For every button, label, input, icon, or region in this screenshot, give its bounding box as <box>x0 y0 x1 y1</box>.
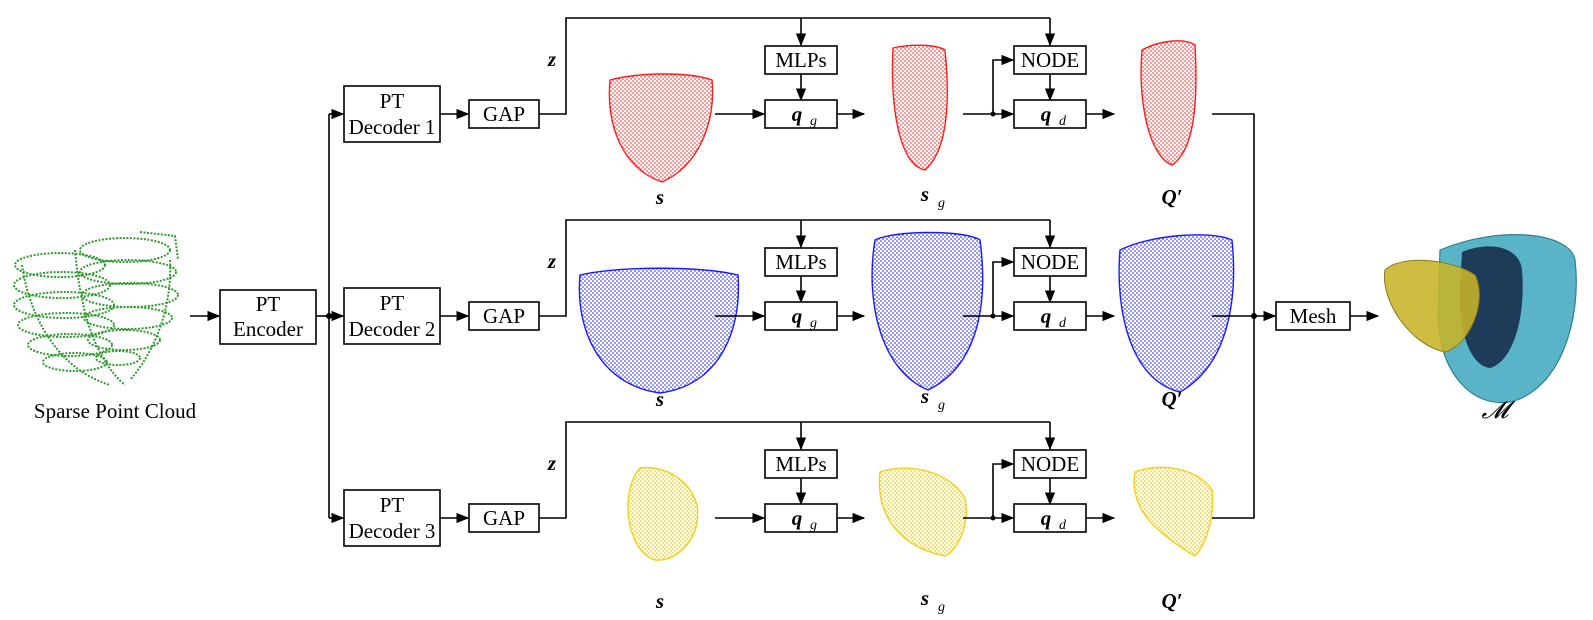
pt-decoder-1-box <box>343 85 441 143</box>
Q-label-3: Q′ <box>1161 589 1182 613</box>
qd-3-box <box>1013 503 1087 533</box>
decoder-2-line2: Decoder 2 <box>349 317 436 341</box>
gap-1-box <box>468 99 540 129</box>
output-mesh <box>1383 234 1577 404</box>
deformed-shape-sg-1 <box>891 44 948 171</box>
sg-sub-3: g <box>938 600 945 615</box>
output-side-shell <box>1383 259 1480 353</box>
qg-3-box <box>764 503 838 533</box>
branch-to-node-3 <box>992 458 1015 518</box>
s-label-3: s <box>655 589 664 613</box>
sg-sub-2: g <box>938 398 945 413</box>
Q-label-2: Q′ <box>1161 387 1182 411</box>
z-label-3: z <box>547 451 557 475</box>
qd-1-label: q <box>1041 102 1052 126</box>
decoder-1-line1: PT <box>380 89 405 113</box>
template-shape-s-2 <box>578 267 740 394</box>
decoder-3-line2: Decoder 3 <box>349 519 436 543</box>
node-3-label: NODE <box>1021 452 1079 476</box>
branch-dot-3 <box>990 515 996 521</box>
z-label-1: z <box>547 47 557 71</box>
merge-lines <box>1212 113 1277 519</box>
output-shape-Q-2 <box>1118 234 1235 393</box>
gap-1-label: GAP <box>483 102 525 126</box>
sg-label-3: s <box>920 586 929 610</box>
output-shape-Q-3 <box>1133 466 1214 557</box>
sg-label-1: s <box>920 182 929 206</box>
decoder-1-line2: Decoder 1 <box>349 115 436 139</box>
branch-to-node-1 <box>992 54 1015 114</box>
mlps-3-box <box>764 449 838 479</box>
qg-1-sub: g <box>810 114 817 129</box>
encoder-line1: PT <box>256 292 281 316</box>
qg-1-box <box>764 99 838 129</box>
decoder-2-line1: PT <box>380 291 405 315</box>
gap-3-label: GAP <box>483 506 525 530</box>
z-line-1 <box>539 17 1050 115</box>
sg-sub-1: g <box>938 196 945 211</box>
qd-3-sub: d <box>1059 518 1067 533</box>
z-line-3 <box>539 421 1050 519</box>
qg-2-sub: g <box>810 316 817 331</box>
pt-decoder-2-box <box>343 287 441 345</box>
mlps-3-label: MLPs <box>775 452 826 476</box>
mlps-2-label: MLPs <box>775 250 826 274</box>
s-label-2: s <box>655 387 664 411</box>
sparse-point-cloud <box>13 231 179 386</box>
output-shape-Q-1 <box>1140 40 1197 166</box>
z-line-2 <box>539 219 1050 317</box>
node-1-label: NODE <box>1021 48 1079 72</box>
branch-dot-1 <box>990 111 996 117</box>
template-shape-s-3 <box>627 466 699 561</box>
gap-2-box <box>468 301 540 331</box>
node-2-box <box>1013 247 1087 277</box>
deformed-shape-sg-2 <box>871 231 984 391</box>
qd-1-sub: d <box>1059 114 1067 129</box>
node-3-box <box>1013 449 1087 479</box>
qg-1-label: q <box>792 102 803 126</box>
mlps-1-label: MLPs <box>775 48 826 72</box>
qd-2-sub: d <box>1059 316 1067 331</box>
sg-label-2: s <box>920 384 929 408</box>
z-label-2: z <box>547 249 557 273</box>
mesh-label: Mesh <box>1290 304 1337 328</box>
qg-3-sub: g <box>810 518 817 533</box>
mesh-box <box>1275 301 1351 331</box>
deformed-shape-sg-3 <box>878 467 967 557</box>
s-label-1: s <box>655 185 664 209</box>
decoder-3-line1: PT <box>380 493 405 517</box>
pt-encoder-box <box>219 289 317 345</box>
template-shape-s-1 <box>608 73 714 183</box>
mlps-2-box <box>764 247 838 277</box>
qd-1-box <box>1013 99 1087 129</box>
qg-2-label: q <box>792 304 803 328</box>
branch-to-node-2 <box>992 256 1015 316</box>
pt-decoder-3-box <box>343 489 441 547</box>
input-label: Sparse Point Cloud <box>34 399 197 423</box>
gap-3-box <box>468 503 540 533</box>
qd-2-label: q <box>1041 304 1052 328</box>
encoder-line2: Encoder <box>233 317 303 341</box>
qd-2-box <box>1013 301 1087 331</box>
gap-2-label: GAP <box>483 304 525 328</box>
Q-label-1: Q′ <box>1161 185 1182 209</box>
mlps-1-box <box>764 45 838 75</box>
qg-3-label: q <box>792 506 803 530</box>
branch-dot-2 <box>990 313 996 319</box>
node-2-label: NODE <box>1021 250 1079 274</box>
qd-3-label: q <box>1041 506 1052 530</box>
